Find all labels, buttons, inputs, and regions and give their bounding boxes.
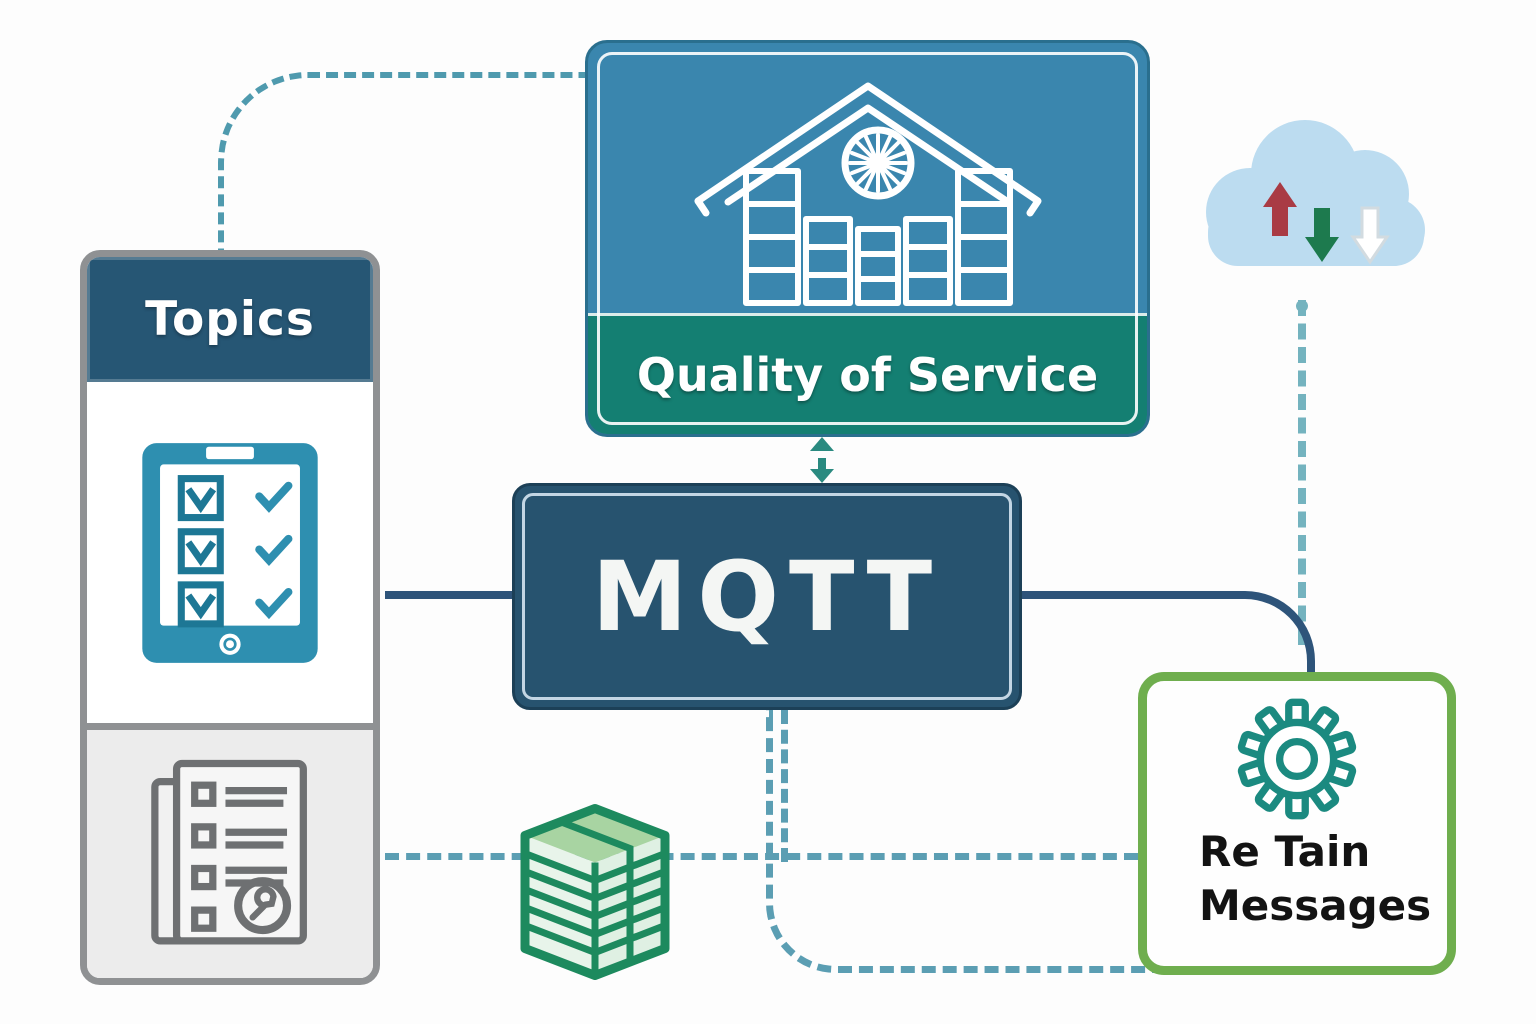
connector-topics-to-mqtt (385, 591, 513, 599)
retain-label-line2: Messages (1199, 880, 1432, 930)
stacked-messages-icon (505, 788, 685, 993)
cloud-transfer-icon (1180, 112, 1430, 302)
connector-topics-to-qos (218, 72, 591, 256)
node-mqtt: MQTT (512, 483, 1022, 710)
up-arrow-red (1263, 182, 1297, 236)
connector-topics-to-retain (385, 853, 1138, 860)
topics-label: Topics (145, 292, 315, 347)
qos-label-band: Quality of Service (588, 313, 1147, 434)
node-retain-messages: Re Tain Messages (1138, 672, 1456, 975)
node-qos: Quality of Service (585, 40, 1150, 437)
topics-lower-section (87, 730, 373, 978)
connector-mqtt-bottom-parallel (781, 710, 788, 862)
down-arrow-white (1350, 206, 1390, 265)
topics-section-divider (87, 723, 373, 730)
connector-cloud-to-retain (1298, 300, 1306, 645)
topics-upper-section (87, 382, 373, 723)
document-list-icon (151, 759, 307, 945)
warehouse-icon (694, 82, 1042, 306)
node-topics: Topics (80, 250, 380, 985)
gear-icon (1237, 698, 1357, 820)
retain-label-line1: Re Tain (1199, 827, 1371, 876)
qos-label: Quality of Service (636, 348, 1099, 402)
mqtt-label: MQTT (591, 540, 943, 653)
down-arrow-green (1305, 208, 1339, 262)
retain-label: Re Tain Messages (1147, 825, 1447, 933)
topics-header: Topics (87, 257, 373, 382)
checklist-tablet-icon (142, 442, 318, 663)
qos-mqtt-double-arrow-icon (810, 437, 834, 483)
